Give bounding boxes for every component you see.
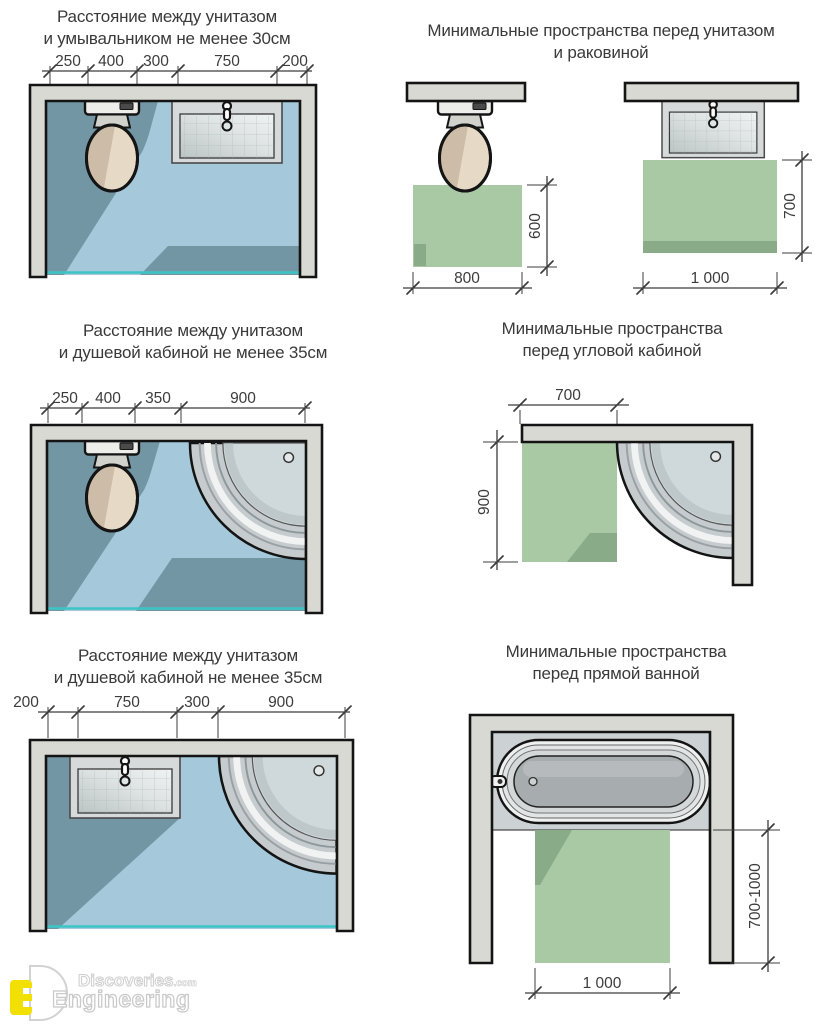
- clearance-zone: [413, 185, 522, 267]
- dimension-line-vertical: 900: [476, 430, 518, 570]
- title-line: и душевой кабиной не менее 35см: [58, 343, 328, 362]
- toilet-icon: [85, 101, 139, 193]
- floor: [522, 442, 617, 562]
- floor: [535, 830, 670, 963]
- title-line: и душевой кабиной не менее 35см: [53, 668, 323, 687]
- dim-label: 750: [214, 53, 240, 70]
- floor-shadow: [46, 756, 180, 929]
- clearance-zone-shadow: [414, 244, 426, 266]
- dim-label: 600: [527, 213, 544, 239]
- clearance-zone: [643, 160, 777, 253]
- dim-label: 700: [782, 193, 799, 219]
- dimension-line-horizontal: 1 000: [525, 968, 680, 1000]
- logo-mark: [10, 965, 68, 1021]
- bathtub-icon: [488, 738, 712, 825]
- dim-label: 250: [52, 390, 78, 407]
- title-line: Минимальные пространства: [501, 319, 723, 338]
- panel-title-sink-shower: Расстояние между унитазом и душевой каби…: [13, 645, 363, 689]
- clearance-sink-diagram: 700 1 000: [623, 81, 812, 295]
- walls: [29, 423, 324, 615]
- logo-brand-top-suffix: .com: [173, 978, 197, 990]
- dim-label: 200: [13, 694, 39, 711]
- dim-label: 1 000: [691, 270, 730, 287]
- dimension-line-horizontal: 200 750 300 900: [13, 694, 352, 738]
- dim-label: 700-1000: [747, 863, 764, 929]
- corner-shower-icon: [617, 442, 733, 558]
- dimension-line-vertical: 700-1000: [713, 820, 780, 972]
- walls: [468, 713, 735, 965]
- dim-label: 300: [184, 694, 210, 711]
- dimension-line-horizontal: 1 000: [633, 270, 787, 295]
- logo-brand-bottom: Engineering: [51, 985, 191, 1012]
- logo-letter-d: [29, 965, 68, 1021]
- toilet-icon: [85, 441, 139, 533]
- plan-toilet-sink-room: 250 400 300 750 200: [28, 53, 318, 279]
- dim-label: 750: [114, 694, 140, 711]
- clearance-bath-diagram: 700-1000 1 000: [468, 713, 780, 1000]
- title-line: Расстояние между унитазом: [77, 646, 298, 665]
- washbasin-icon: [68, 754, 182, 820]
- title-line: и раковиной: [553, 43, 649, 62]
- dim-label: 900: [230, 390, 256, 407]
- logo-brand-top: Discoveries.com: [77, 971, 197, 991]
- logo: Discoveries.com Engineering: [6, 955, 236, 1021]
- plan-toilet-shower-room: 250 400 350 900: [29, 390, 324, 615]
- dimension-line-vertical: 700: [782, 151, 812, 262]
- dim-label: 300: [143, 53, 169, 70]
- panel-title-min-toilet-sink: Минимальные пространства перед унитазом …: [391, 20, 811, 64]
- title-line: Минимальные пространства перед унитазом: [427, 21, 775, 40]
- dim-label: 250: [55, 53, 81, 70]
- witness-lines: [47, 403, 306, 423]
- clearance-zone-shadow: [535, 830, 572, 885]
- logo-brand-top-text: Discoveries: [77, 971, 174, 991]
- dim-label: 200: [282, 53, 308, 70]
- panel-title-min-bath: Минимальные пространства перед прямой ва…: [441, 641, 791, 685]
- title-line: перед угловой кабиной: [522, 341, 702, 360]
- dimension-line-vertical: 600: [527, 176, 557, 276]
- title-line: и умывальником не менее 30см: [43, 29, 291, 48]
- dimension-line-horizontal: 250 400 300 750 200: [42, 53, 314, 84]
- dim-label: 900: [476, 489, 493, 515]
- walls: [520, 423, 754, 587]
- floor: [413, 185, 522, 267]
- title-line: Минимальные пространства: [505, 642, 727, 661]
- dim-label: 350: [145, 390, 171, 407]
- title-line: Расстояние между унитазом: [56, 7, 277, 26]
- floor-shadow: [136, 558, 306, 611]
- panel-title-toilet-sink: Расстояние между унитазом и умывальником…: [7, 6, 327, 50]
- washbasin-icon: [660, 98, 766, 159]
- dim-label: 800: [454, 270, 480, 287]
- toilet-icon: [438, 101, 492, 193]
- clearance-zone-shadow: [643, 241, 777, 253]
- wall: [405, 81, 527, 103]
- plan-sink-shower-room: 200 750 300 900: [13, 694, 355, 933]
- clearance-toilet-diagram: 600 800: [403, 81, 557, 295]
- title-line: перед прямой ванной: [532, 664, 700, 683]
- panel-title-toilet-shower: Расстояние между унитазом и душевой каби…: [18, 320, 368, 364]
- clearance-zone-shadow: [567, 533, 617, 562]
- clearance-corner-shower-diagram: 700 900: [476, 387, 754, 587]
- panel-title-min-corner-shower: Минимальные пространства перед угловой к…: [437, 318, 787, 362]
- floor-shadow: [140, 246, 300, 275]
- title-line: Расстояние между унитазом: [82, 321, 303, 340]
- witness-lines: [49, 66, 308, 84]
- dim-label: 400: [98, 53, 124, 70]
- wall: [623, 81, 800, 103]
- dim-label: 400: [95, 390, 121, 407]
- walls: [28, 83, 318, 279]
- washbasin-icon: [170, 99, 284, 165]
- dimension-line-horizontal: 250 400 350 900: [40, 390, 312, 423]
- logo-letter-e: [10, 980, 32, 1015]
- dim-label: 900: [268, 694, 294, 711]
- dim-label: 700: [555, 387, 581, 404]
- floor: [643, 160, 777, 253]
- walls: [28, 738, 355, 933]
- dimension-line-horizontal: 800: [403, 270, 532, 295]
- dim-label: 1 000: [583, 975, 622, 992]
